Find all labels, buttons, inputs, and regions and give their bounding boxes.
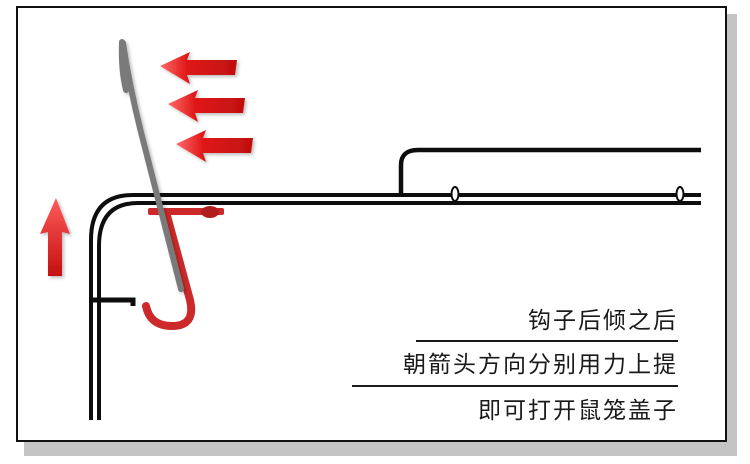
outer-wire	[89, 193, 701, 420]
wire-clips	[450, 186, 685, 202]
lever-tool	[118, 39, 184, 292]
inner-wire	[97, 201, 701, 420]
left-arrow-icon	[160, 52, 237, 84]
caption-line-2: 朝箭头方向分别用力上提	[403, 352, 678, 378]
caption-divider-2	[352, 385, 678, 387]
door-latch	[91, 297, 136, 306]
wire-clip-2	[675, 186, 685, 202]
cage-top-wires	[89, 193, 701, 420]
caption-line-1: 钩子后倾之后	[528, 308, 678, 334]
wire-clip-1	[450, 186, 460, 202]
diagram-frame	[16, 6, 727, 442]
hook-icon	[142, 206, 224, 330]
left-arrow-icons	[160, 52, 253, 162]
caption-divider-1	[416, 340, 678, 342]
left-arrow-icon	[176, 130, 253, 162]
raised-wire	[398, 147, 701, 195]
left-arrow-icon	[168, 90, 245, 122]
up-arrow-icon	[40, 198, 70, 276]
caption-line-3: 即可打开鼠笼盖子	[478, 398, 678, 424]
